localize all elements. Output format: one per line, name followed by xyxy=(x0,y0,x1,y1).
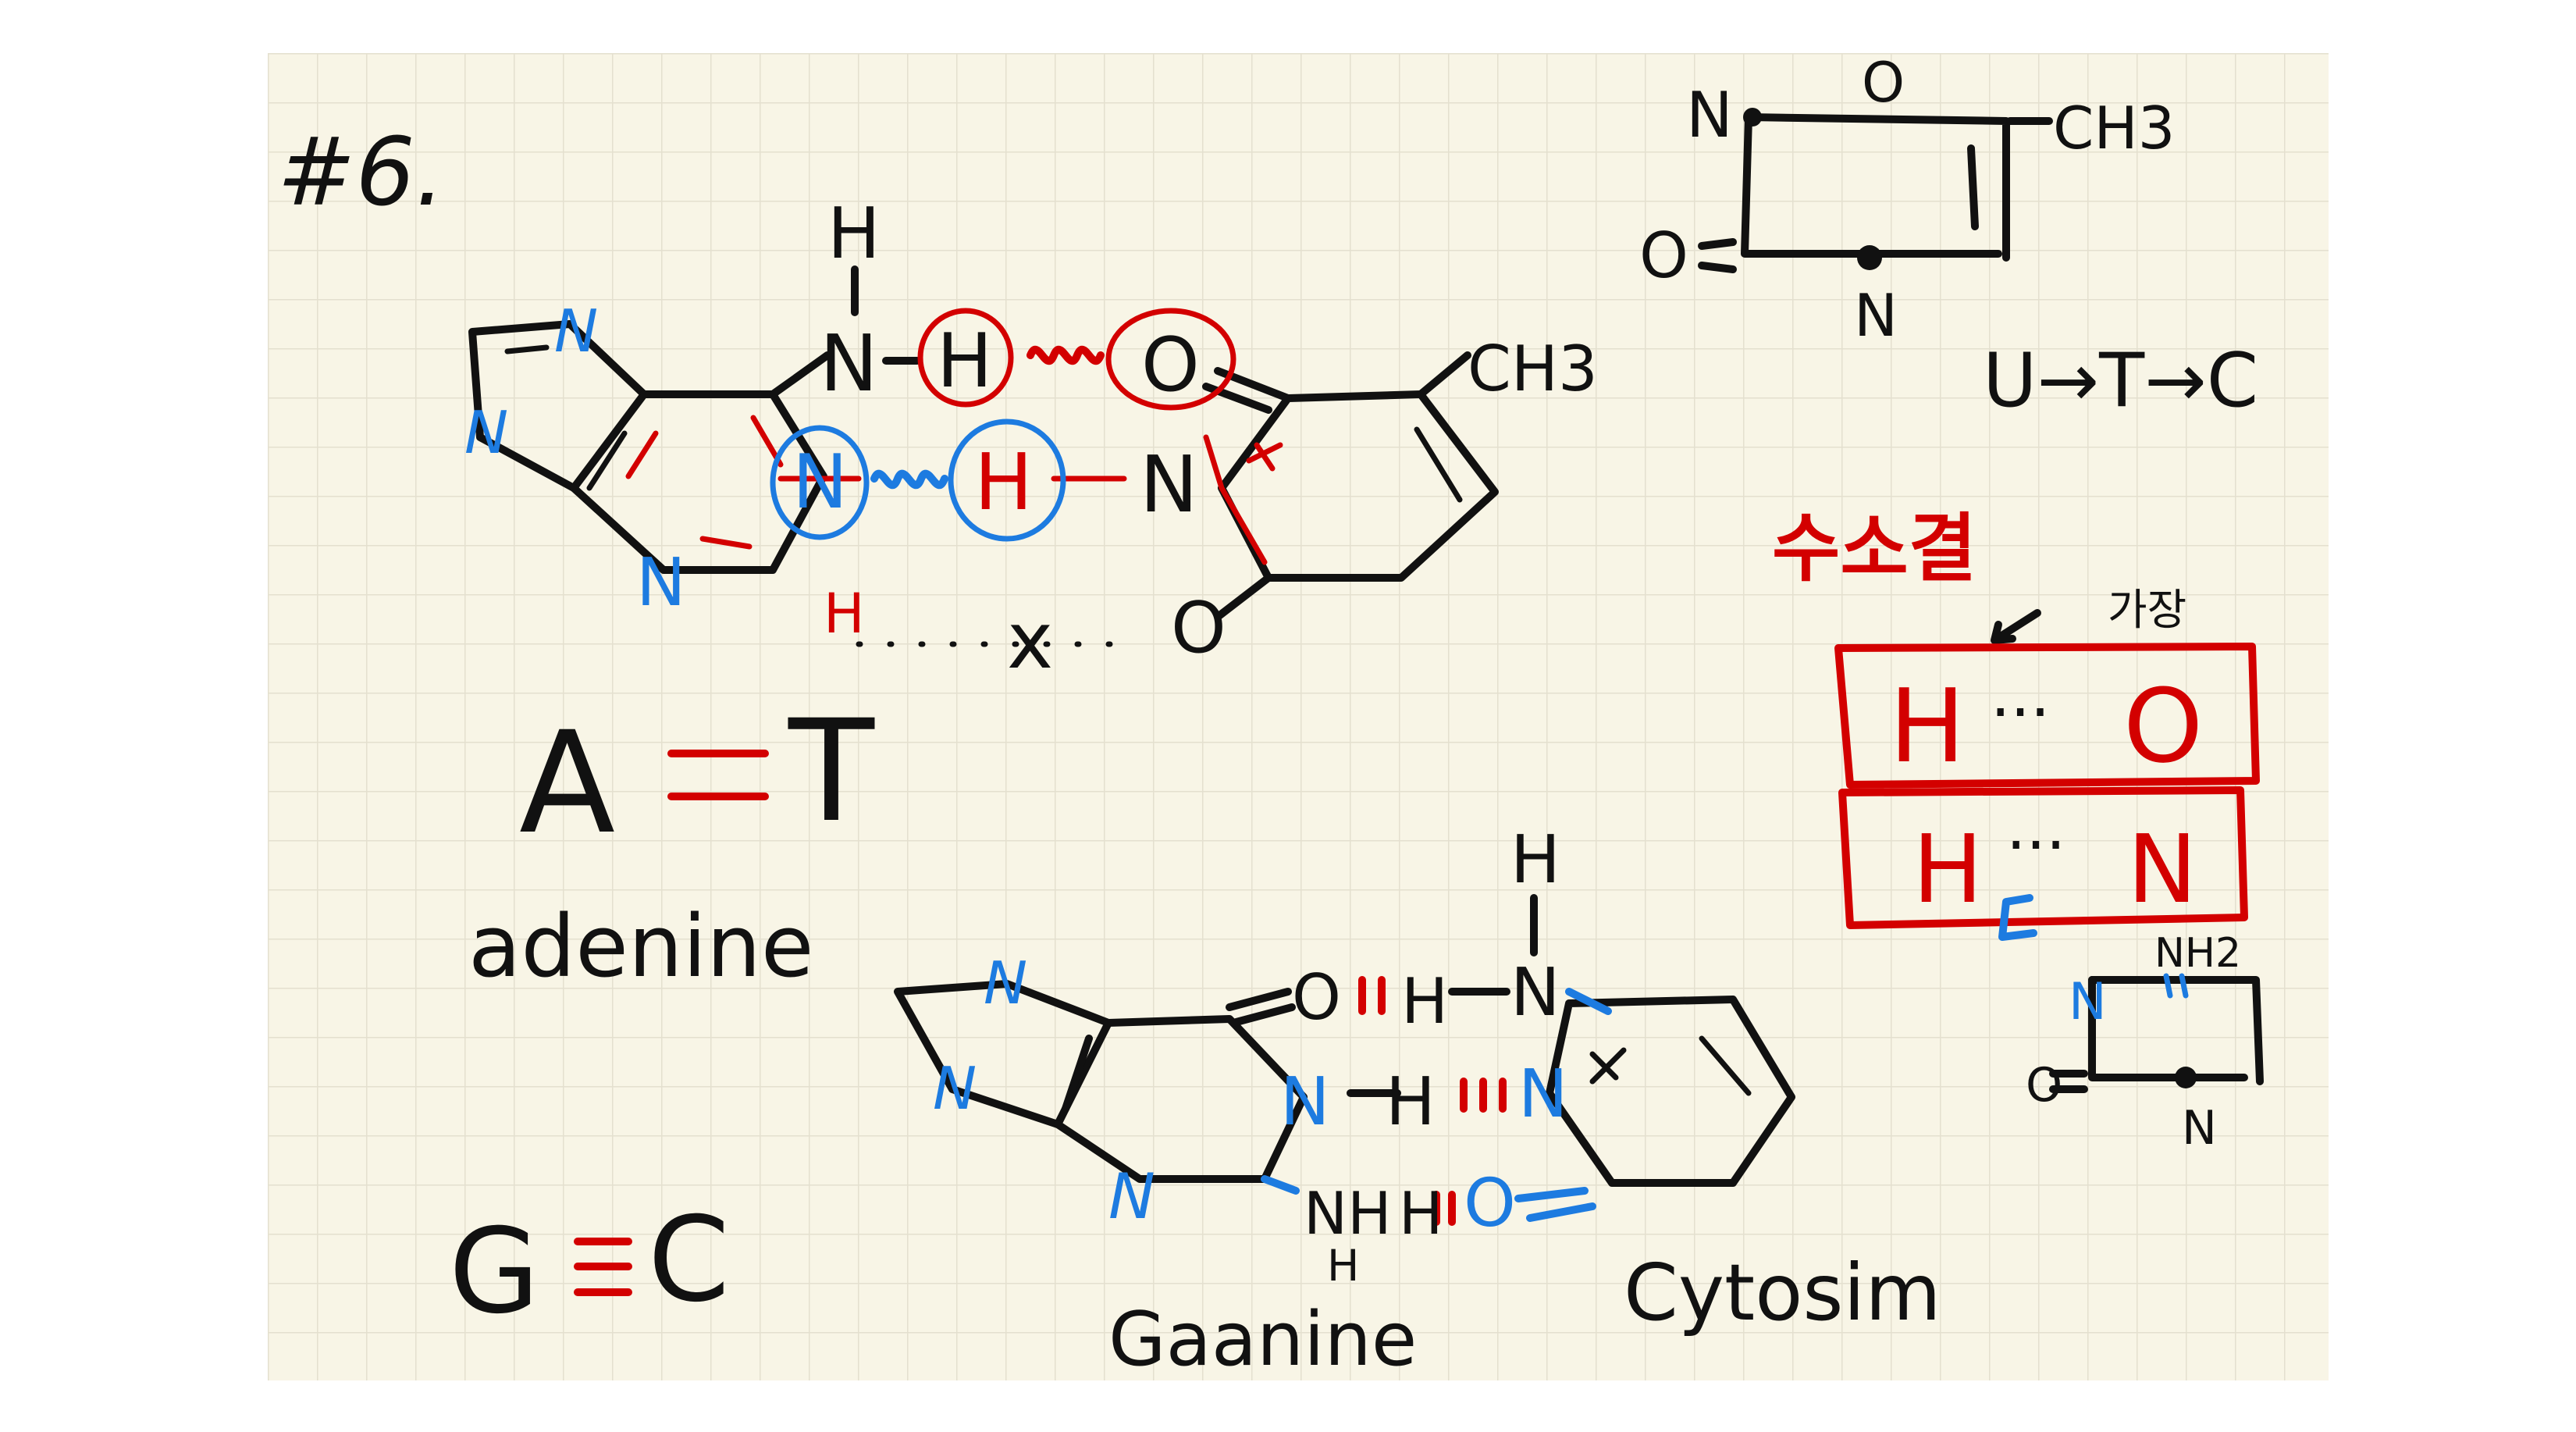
hbond-title: 수소결 xyxy=(1772,506,1976,592)
gc-atom-o-bottom: O xyxy=(1464,1165,1516,1242)
small-atom-nh2: NH2 xyxy=(2154,930,2241,977)
tr-atom-o-left: O xyxy=(1639,219,1688,292)
tr-atom-n-bottom: N xyxy=(1854,281,1898,350)
cytosine-sketch xyxy=(2049,973,2264,1093)
at-atom-h-bond1: H xyxy=(937,319,992,404)
triple-bond-mark xyxy=(574,1238,632,1296)
at-atom-o-bottom: O xyxy=(1171,587,1226,669)
gc-atom-h-top: H xyxy=(1401,965,1448,1038)
gc-atom-nh-bottom: NH xyxy=(1304,1179,1392,1248)
at-atom-h-top: H xyxy=(827,193,881,275)
at-atom-h-red: H xyxy=(824,582,865,646)
small-atom-o-left: O xyxy=(2026,1058,2062,1113)
grid-lines xyxy=(268,53,2329,1380)
at-atom-n-five2: N xyxy=(464,398,508,467)
label-guanine: Gaanine xyxy=(1108,1297,1417,1383)
box2-n: N xyxy=(2127,816,2197,924)
hbond-annotation: 가장 xyxy=(2108,585,2186,635)
gc-atom-h-below: H xyxy=(1327,1241,1359,1291)
sequence-u-t-c: U→T→C xyxy=(1983,338,2258,424)
label-t: T xyxy=(788,690,875,853)
box1-h: H xyxy=(1889,667,1966,785)
label-c: C xyxy=(648,1192,730,1328)
hbond-box-o: H ··· O xyxy=(1834,643,2260,789)
small-atom-n-bottom: N xyxy=(2182,1101,2217,1156)
double-bond-mark xyxy=(667,750,769,800)
box1-dots: ··· xyxy=(1991,676,2050,749)
at-atom-h-bond2: H xyxy=(974,436,1033,528)
at-atom-n-thymine: N xyxy=(1140,439,1198,530)
gc-atom-n-top: N xyxy=(1510,954,1560,1031)
hbond-box-n: H ··· N xyxy=(1838,786,2248,929)
label-cytosine: Cytosim xyxy=(1624,1247,1941,1338)
at-atom-n-amine: N xyxy=(820,318,878,409)
at-atom-n-ring: N xyxy=(792,440,848,525)
gc-atom-h-mid: H xyxy=(1386,1063,1436,1141)
at-atom-n-six: N xyxy=(636,544,686,622)
arrow-icon xyxy=(1991,609,2041,644)
small-atom-n-left: N xyxy=(2069,973,2107,1031)
gc-atom-n-cyt: N xyxy=(1518,1056,1568,1133)
gc-atom-o-top: O xyxy=(1292,961,1341,1034)
tr-atom-o-top: O xyxy=(1862,51,1905,115)
at-atom-ch3: CH3 xyxy=(1468,333,1598,405)
box2-dots: ··· xyxy=(2006,809,2065,882)
gc-atom-n-five2: N xyxy=(933,1054,977,1123)
gc-atom-n-mid: N xyxy=(1280,1063,1330,1141)
guanine-cytosine-structure xyxy=(894,894,1795,1226)
at-atom-x: x xyxy=(1007,595,1053,686)
box2-h: H xyxy=(1912,816,1983,924)
at-atom-o-bond1: O xyxy=(1141,322,1200,408)
gc-atom-h-amine: H xyxy=(1510,821,1560,899)
label-adenine: adenine xyxy=(468,896,814,996)
gc-atom-n-five1: N xyxy=(984,949,1027,1017)
thymine-sketch xyxy=(1698,108,2053,273)
label-a: A xyxy=(519,702,615,865)
at-atom-n-five1: N xyxy=(554,297,598,365)
label-g: G xyxy=(449,1204,539,1340)
blue-arrow-mark xyxy=(1998,894,2037,941)
adenine-thymine-structure: x xyxy=(468,265,1499,686)
tr-atom-n-left: N xyxy=(1686,79,1733,151)
gc-atom-h-bottom: H xyxy=(1399,1179,1443,1248)
page-number: #6. xyxy=(277,119,445,227)
box1-o: O xyxy=(2123,667,2203,785)
tr-atom-ch3: CH3 xyxy=(2053,94,2175,162)
gc-atom-n-six: N xyxy=(1108,1160,1155,1233)
